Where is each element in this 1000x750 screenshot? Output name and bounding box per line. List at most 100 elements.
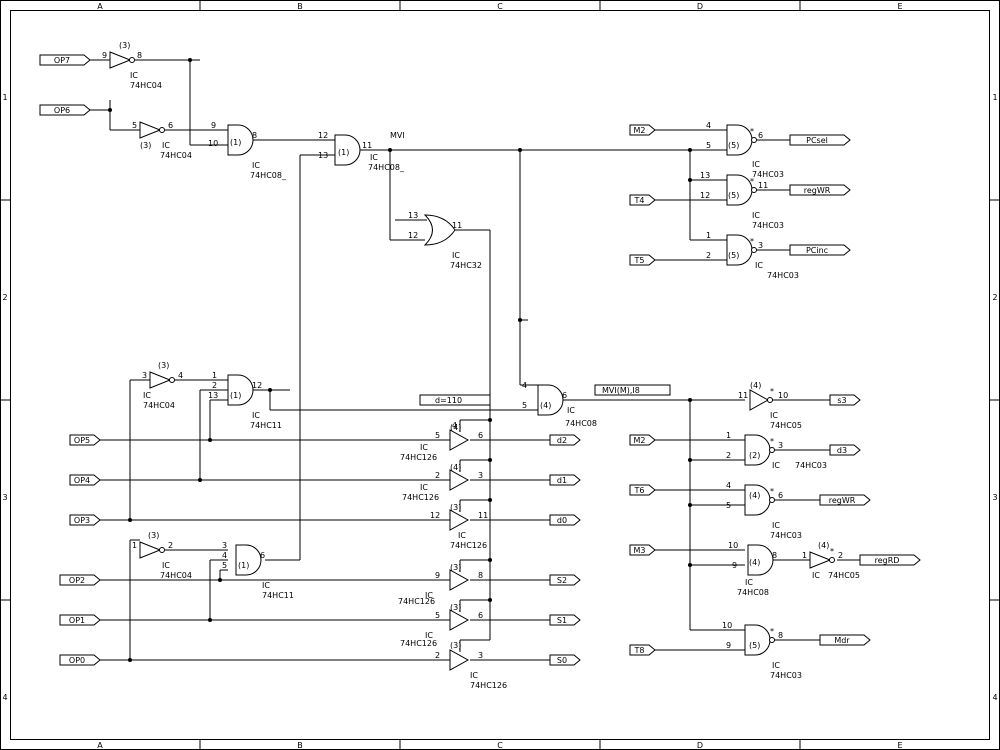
part-label: 74HC126: [470, 681, 507, 690]
star-mark: *: [770, 387, 774, 396]
pin-number: 10: [722, 621, 732, 630]
unit-label: (1): [230, 391, 241, 400]
ic-label: IC: [752, 211, 760, 220]
port-regwr2: regWR: [819, 494, 871, 506]
part-label: 74HC126: [400, 453, 437, 462]
star-mark: *: [770, 627, 774, 636]
port-label-op2: OP2: [69, 576, 85, 585]
pin-number: 4: [706, 121, 711, 130]
part-label: 74HC03: [770, 531, 802, 540]
part-label: 74HC03: [752, 221, 784, 230]
ic-label: IC: [755, 261, 763, 270]
pin-number: 6: [562, 391, 567, 400]
pin-number: 12: [252, 381, 262, 390]
port-op7: OP7: [39, 54, 91, 66]
port-label-m2b: M2: [634, 436, 646, 445]
pin-number: 3: [478, 651, 483, 660]
ic-label: IC: [162, 141, 170, 150]
port-S1: S1: [549, 614, 581, 626]
pin-number: 4: [222, 551, 227, 560]
port-op6: OP6: [39, 104, 91, 116]
pin-number: 2: [838, 551, 843, 560]
pin-number: 10: [208, 139, 218, 148]
pin-number: 5: [132, 121, 137, 130]
pin-number: 8: [137, 51, 142, 60]
port-t5: T5: [629, 254, 656, 266]
pin-number: 13: [408, 211, 418, 220]
star-mark: *: [770, 437, 774, 446]
unit-label: (4): [749, 558, 760, 567]
ic-label: IC: [745, 578, 753, 587]
pin-number: 2: [435, 651, 440, 660]
frame-col-C-top: C: [497, 2, 503, 11]
nand-gate-mdr: [744, 624, 775, 656]
pin-number: 8: [772, 551, 777, 560]
part-label: 74HC126: [402, 493, 439, 502]
port-label-t4: T4: [634, 196, 645, 205]
port-t6: T6: [629, 484, 656, 496]
frame-row-1-left: 1: [2, 93, 7, 102]
pin-number: 11: [478, 511, 488, 520]
ic-label: IC: [420, 443, 428, 452]
pin-number: 4: [726, 481, 731, 490]
ic-label: IC: [162, 561, 170, 570]
tristate-buffer-s2: [449, 569, 470, 591]
port-pcinc: PCinc: [789, 244, 851, 256]
port-op1: OP1: [59, 614, 101, 626]
frame-row-3-left: 3: [2, 493, 7, 502]
star-mark: *: [750, 127, 754, 136]
port-S0: S0: [549, 654, 581, 666]
pin-number: 4: [452, 421, 457, 430]
pin-number: 5: [435, 431, 440, 440]
frame-col-D-top: D: [697, 2, 703, 11]
pin-number: 9: [732, 561, 737, 570]
nand-gate-pcinc: [726, 234, 757, 266]
d110-label: d=110: [435, 396, 462, 405]
part-label: 74HC126: [398, 597, 435, 606]
unit-label: (3): [140, 141, 151, 150]
mvim-label: MVI(M),I8: [602, 386, 640, 395]
unit-label: (4): [450, 423, 461, 432]
part-label: 74HC04: [130, 81, 162, 90]
pin-number: 10: [778, 391, 788, 400]
inverter-regrd: [809, 551, 835, 569]
pin-number: 5: [726, 501, 731, 510]
ic-label: IC: [262, 581, 270, 590]
ic-label: IC: [252, 411, 260, 420]
pin-number: 2: [168, 541, 173, 550]
unit-label: (4): [450, 463, 461, 472]
star-mark: *: [750, 237, 754, 246]
pin-number: 6: [478, 431, 483, 440]
ic-label: IC: [370, 153, 378, 162]
port-t8: T8: [629, 644, 656, 656]
pin-number: 9: [726, 641, 731, 650]
ic-label: IC: [470, 671, 478, 680]
wires: [90, 59, 860, 661]
ic-label: IC: [567, 406, 575, 415]
pin-number: 2: [726, 451, 731, 460]
pin-number: 11: [758, 181, 768, 190]
part-label: 74HC126: [450, 541, 487, 550]
unit-label: (1): [338, 148, 349, 157]
unit-label: (3): [158, 361, 169, 370]
port-t4: T4: [629, 194, 656, 206]
pin-number: 6: [778, 491, 783, 500]
or-gate: [423, 214, 456, 246]
port-mdr: Mdr: [819, 634, 871, 646]
pin-number: 9: [102, 51, 107, 60]
and-gate-decode-2: [235, 544, 262, 576]
port-d1: d1: [549, 474, 581, 486]
inverter-op7: [109, 51, 135, 69]
pin-number: 6: [168, 121, 173, 130]
ic-label: IC: [458, 531, 466, 540]
pin-number: 1: [212, 371, 217, 380]
port-m2b: M2: [629, 434, 656, 446]
tristate-buffer-s1: [449, 609, 470, 631]
ic-label: IC: [420, 483, 428, 492]
ic-label: IC: [425, 591, 433, 600]
star-mark: *: [830, 547, 834, 556]
pin-number: 12: [408, 231, 418, 240]
part-label: 74HC03: [770, 671, 802, 680]
unit-label: (3): [450, 503, 461, 512]
